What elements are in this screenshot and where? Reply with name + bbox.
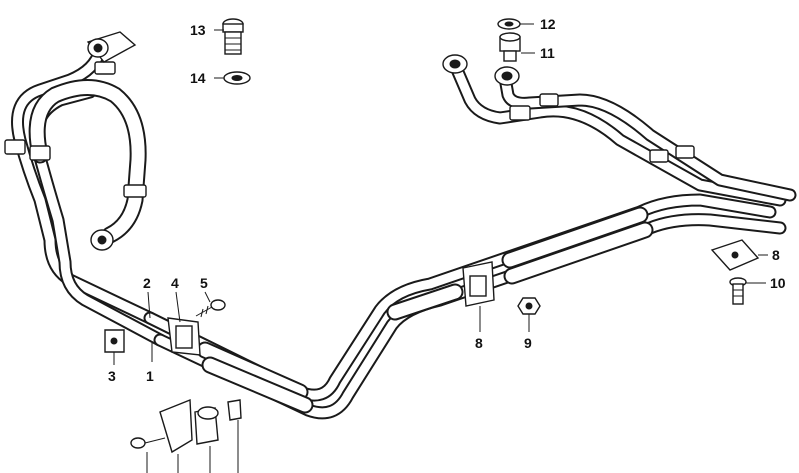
- seal-12: [497, 18, 521, 30]
- callout-5: 5: [200, 275, 208, 291]
- callout-9: 9: [524, 335, 532, 351]
- leader-lines: [113, 23, 768, 365]
- callout-8-middle: 8: [475, 335, 483, 351]
- callout-1: 1: [146, 368, 154, 384]
- callout-11: 11: [540, 45, 555, 61]
- screw-5: [195, 299, 226, 318]
- banjo-bolt-13: [222, 18, 244, 55]
- union-nut-11: [499, 32, 521, 62]
- clamp-4: [167, 317, 201, 356]
- callout-4: 4: [171, 275, 179, 291]
- callout-2: 2: [143, 275, 151, 291]
- callout-8-right: 8: [772, 247, 780, 263]
- upper-right-pipes: [442, 54, 797, 207]
- callout-13: 13: [190, 22, 206, 38]
- callout-12: 12: [540, 16, 556, 32]
- nut-9: [517, 297, 541, 315]
- bracket-group-bottom: [130, 398, 242, 473]
- callout-labels: 13 14 12 11 2 4 5 3 1 8 9 8 10: [108, 16, 786, 384]
- washer-14: [223, 71, 251, 85]
- callout-10: 10: [770, 275, 786, 291]
- main-pipe-run: [143, 193, 787, 420]
- callout-3: 3: [108, 368, 116, 384]
- callout-14: 14: [190, 70, 206, 86]
- left-pipe-loop: [4, 31, 167, 347]
- clip-3: [104, 329, 125, 353]
- clamp-8-middle: [462, 261, 495, 307]
- clamp-8-right: [710, 239, 760, 271]
- bolt-10: [729, 277, 747, 305]
